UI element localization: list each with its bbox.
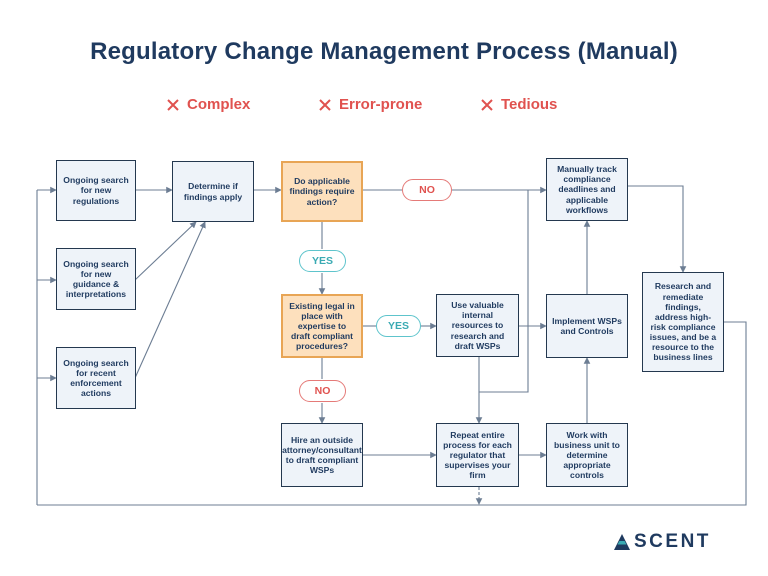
node-implement-wsps: Implement WSPs and Controls — [546, 294, 628, 358]
node-decision-existing-legal: Existing legal in place with expertise t… — [281, 294, 363, 358]
connector-track-to-research — [628, 185, 687, 273]
node-repeat-process: Repeat entire process for each regulator… — [436, 423, 519, 487]
connector-internal-to-no-line — [479, 190, 529, 393]
ascent-logo-mark-icon — [614, 534, 630, 550]
node-search-regulations: Ongoing search for new regulations — [56, 160, 136, 221]
tag-label: Error-prone — [339, 96, 423, 113]
node-track-deadlines: Manually track compliance deadlines and … — [546, 158, 628, 221]
node-search-guidance: Ongoing search for new guidance & interp… — [56, 248, 136, 310]
node-search-enforcement: Ongoing search for recent enforcement ac… — [56, 347, 136, 409]
node-decision-require-action: Do applicable findings require action? — [281, 161, 363, 222]
tag-error-prone: Error-prone — [318, 96, 422, 113]
connector-research-feedback — [37, 321, 747, 506]
ascent-logo: SCENT — [612, 531, 711, 553]
drawback-tags: Complex Error-prone Tedious — [0, 96, 768, 118]
tag-label: Tedious — [501, 96, 558, 113]
label-no-action: NO — [402, 179, 452, 201]
connector-guidance-to-determine — [134, 221, 197, 281]
tag-complex: Complex — [166, 96, 250, 113]
node-use-internal-resources: Use valuable internal resources to resea… — [436, 294, 519, 357]
node-hire-outside-attorney: Hire an outside attorney/consultant to d… — [281, 423, 363, 487]
node-research-remediate: Research and remediate findings, address… — [642, 272, 724, 372]
tag-tedious: Tedious — [480, 96, 557, 113]
x-mark-icon — [481, 98, 493, 111]
label-no-legal: NO — [299, 380, 346, 402]
node-work-with-business-unit: Work with business unit to determine app… — [546, 423, 628, 487]
node-determine-findings: Determine if findings apply — [172, 161, 254, 222]
x-mark-icon — [167, 98, 179, 111]
label-yes-action: YES — [299, 250, 346, 272]
ascent-logo-text: SCENT — [634, 531, 711, 552]
tag-label: Complex — [187, 96, 251, 113]
x-mark-icon — [319, 98, 331, 111]
connector-enforcement-to-determine — [134, 221, 206, 379]
label-yes-legal: YES — [376, 315, 421, 337]
page-title: Regulatory Change Management Process (Ma… — [90, 38, 678, 65]
